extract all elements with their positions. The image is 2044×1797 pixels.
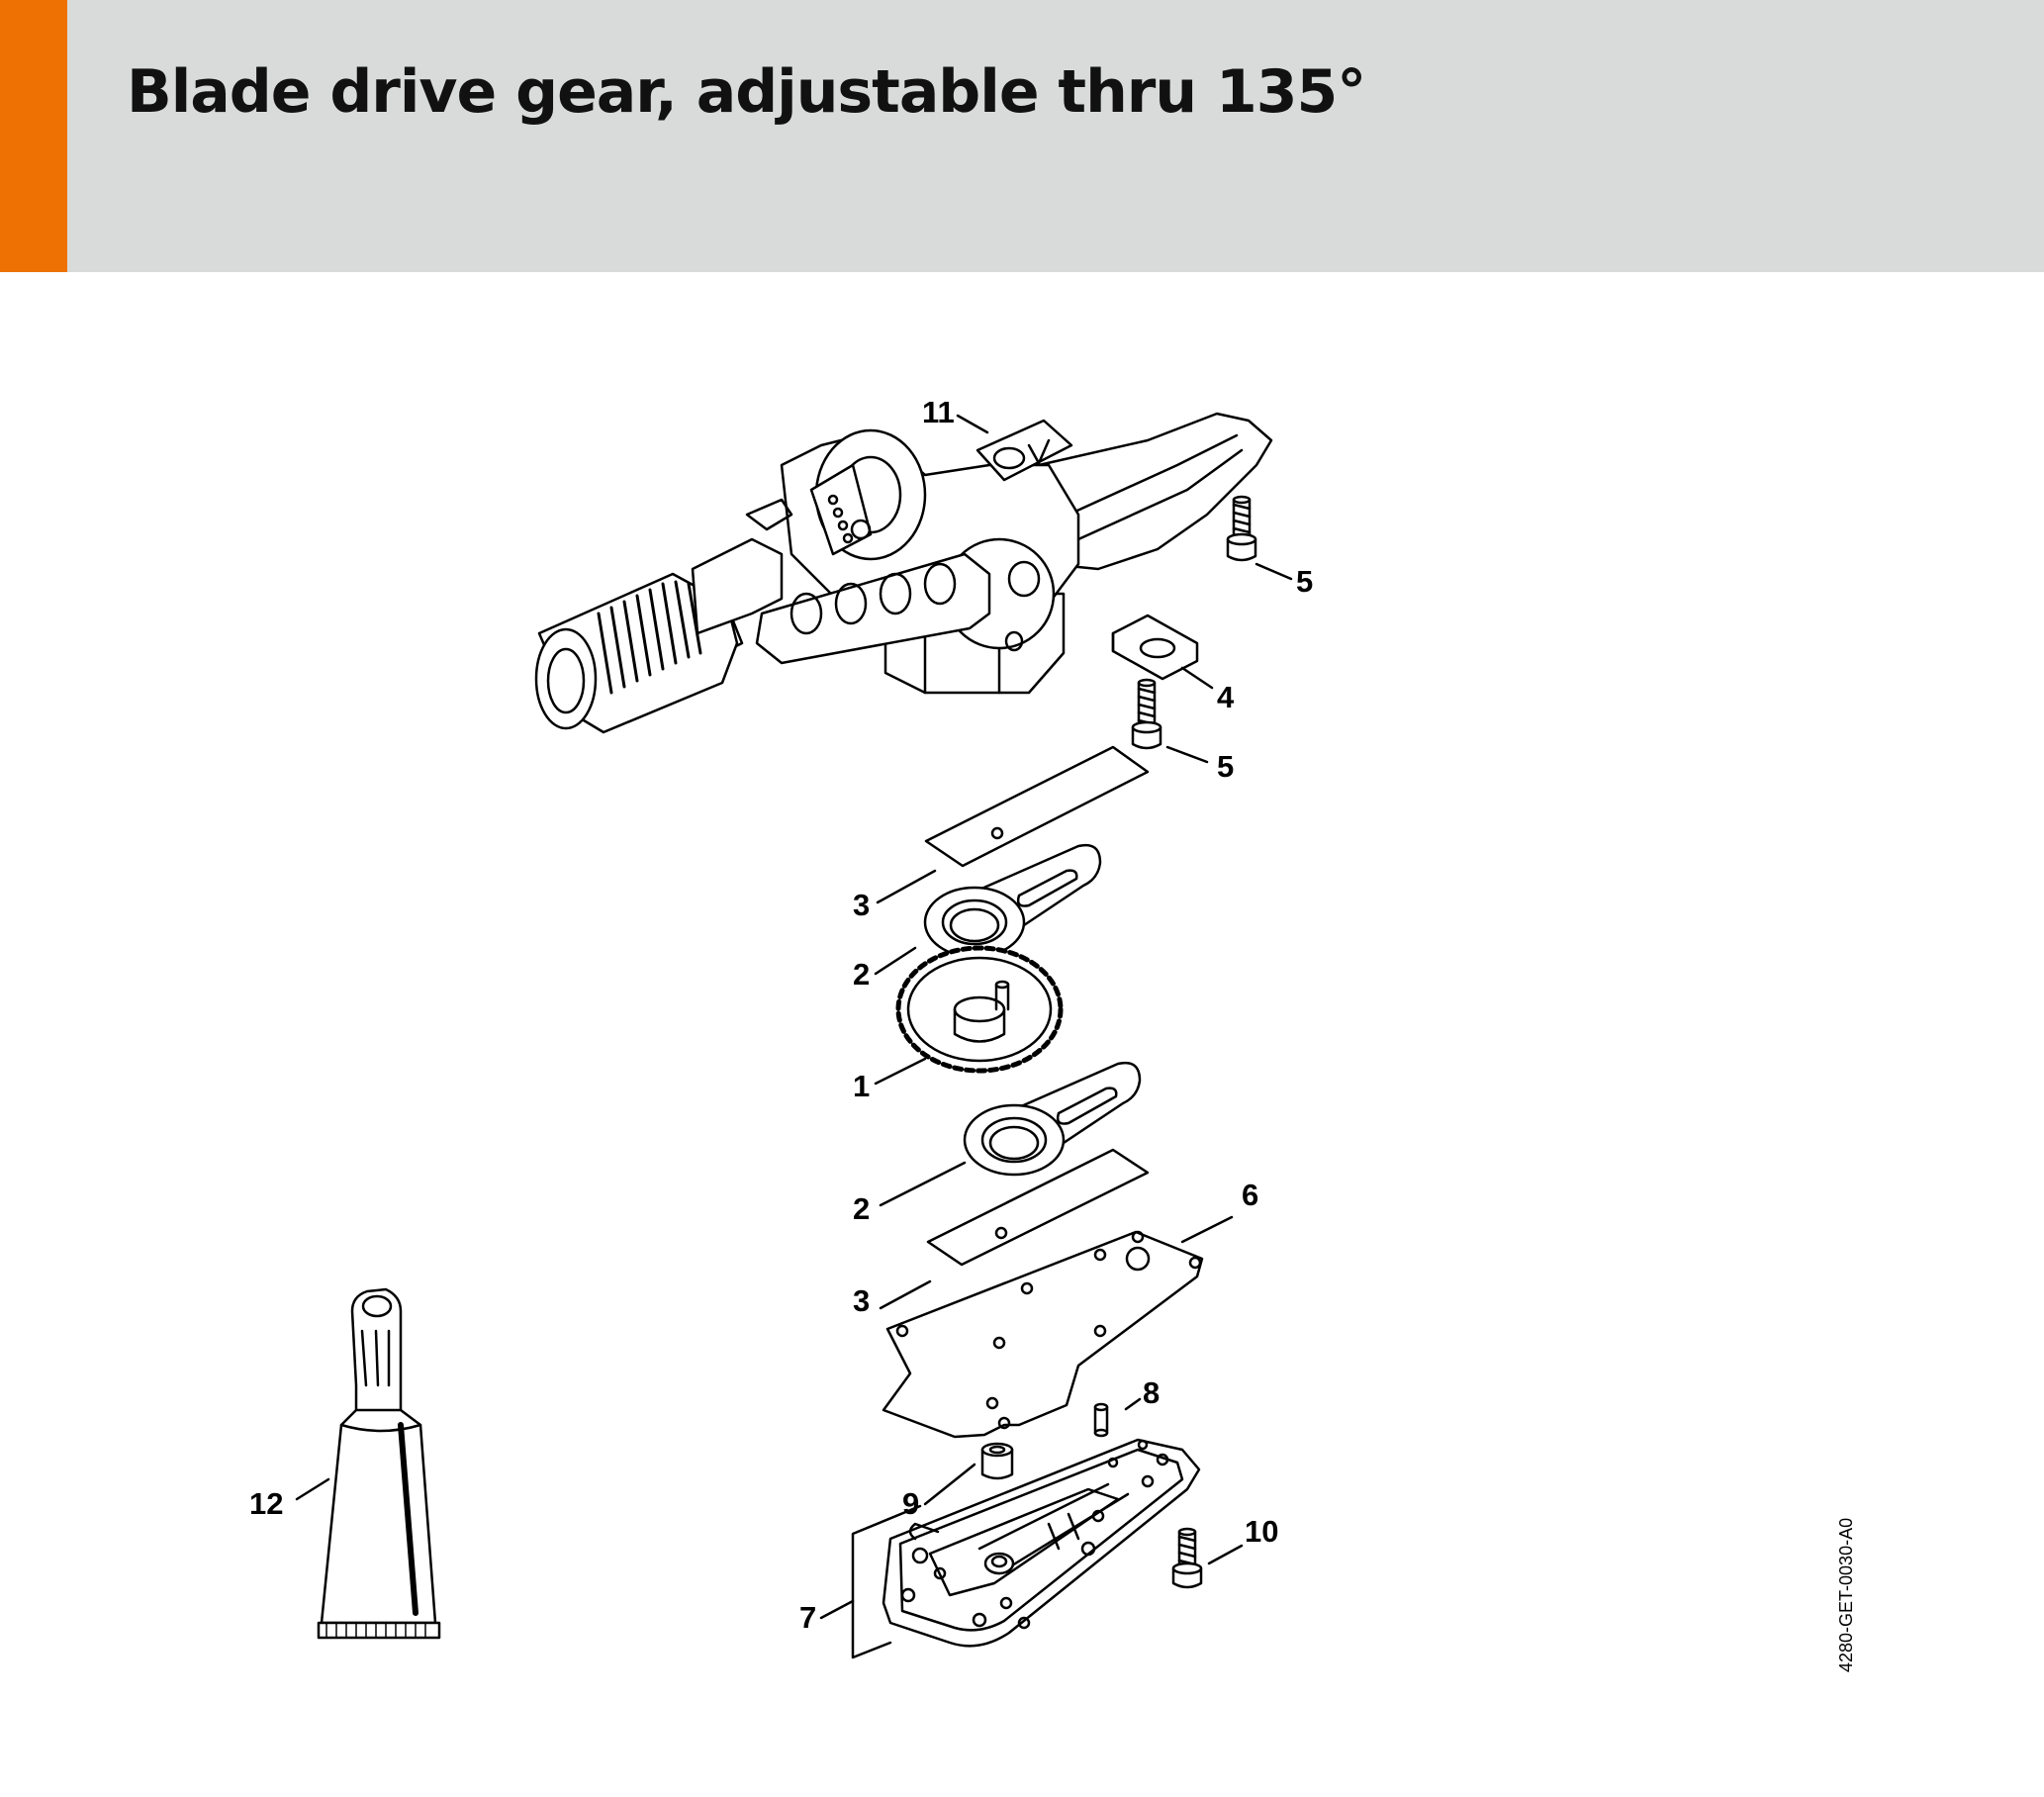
callout-2-upper: 2 <box>853 957 870 992</box>
part-8-pin <box>1093 1402 1109 1438</box>
part-2-bearing-plate-upper <box>923 843 1102 959</box>
callout-9: 9 <box>902 1486 919 1521</box>
callout-1: 1 <box>853 1069 870 1103</box>
callout-4: 4 <box>1217 680 1235 714</box>
callout-3-upper: 3 <box>853 888 870 922</box>
callout-6: 6 <box>1242 1178 1258 1212</box>
callout-5-upper: 5 <box>1296 564 1313 599</box>
document-reference: 4280-GET-0030-A0 <box>1836 1518 1856 1672</box>
part-4-retainer <box>1111 614 1199 681</box>
callout-7: 7 <box>799 1600 816 1635</box>
part-5-screw-upper <box>1226 495 1257 562</box>
gear-housing <box>534 412 1273 734</box>
callouts: 11 5 4 5 3 2 1 2 3 6 8 9 10 12 7 <box>249 395 1313 1635</box>
callout-3-lower: 3 <box>853 1283 870 1318</box>
callout-5-lower: 5 <box>1217 749 1234 784</box>
part-2-bearing-plate-lower <box>963 1061 1142 1177</box>
part-3-shim-upper <box>924 745 1150 868</box>
header-bar <box>0 0 2044 272</box>
part-7-housing-cover <box>882 1438 1201 1648</box>
header-accent-strip <box>0 0 67 272</box>
callout-12: 12 <box>249 1486 283 1521</box>
callout-2-lower: 2 <box>853 1191 870 1226</box>
leader-lines <box>295 414 1293 1659</box>
callout-11: 11 <box>922 395 955 429</box>
part-1-gear <box>895 945 1064 1074</box>
part-11-label <box>976 419 1073 482</box>
callout-10: 10 <box>1245 1514 1278 1549</box>
part-12-grease-tube <box>317 1287 441 1640</box>
part-3-shim-lower <box>926 1148 1150 1267</box>
page-title: Blade drive gear, adjustable thru 135° <box>127 57 1366 127</box>
callout-8: 8 <box>1143 1375 1160 1410</box>
part-10-screw <box>1171 1527 1203 1589</box>
part-9-sleeve <box>980 1442 1014 1480</box>
part-6-gasket <box>882 1230 1204 1439</box>
part-5-screw-lower <box>1131 678 1162 750</box>
